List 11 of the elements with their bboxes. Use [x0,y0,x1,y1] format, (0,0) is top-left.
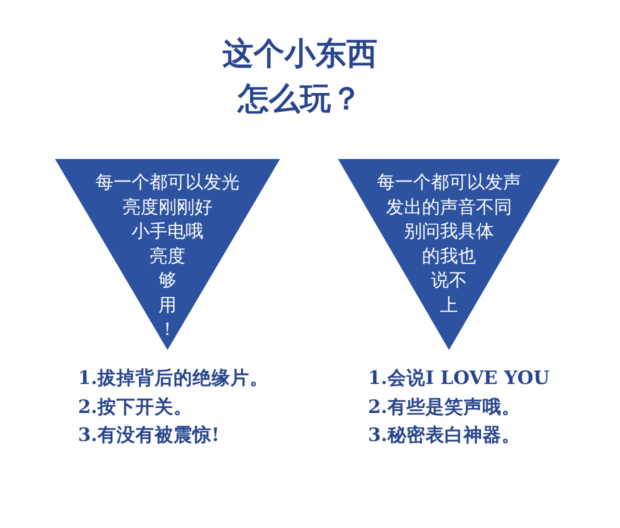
inverted-triangle [338,159,560,350]
triangle-text: 每一个都可以发声发出的声音不同别问我具体的我也说不上 [377,172,521,316]
inverted-triangle [55,159,280,350]
step-text: 3.有没有被震惊! [78,424,220,448]
step-text: 2.按下开关。 [78,396,192,420]
title: 这个小东西怎么玩？ [222,35,378,119]
step-text: 2.有些是笑声哦。 [368,396,520,420]
step-text: 1.会说I LOVE YOU [368,367,550,391]
step-text: 3.秘密表白神器。 [368,424,520,448]
step-text: 1.拔掉背后的绝缘片。 [78,367,268,391]
triangle-text: 每一个都可以发光亮度刚刚好小手电哦亮度够用！ [96,172,240,340]
